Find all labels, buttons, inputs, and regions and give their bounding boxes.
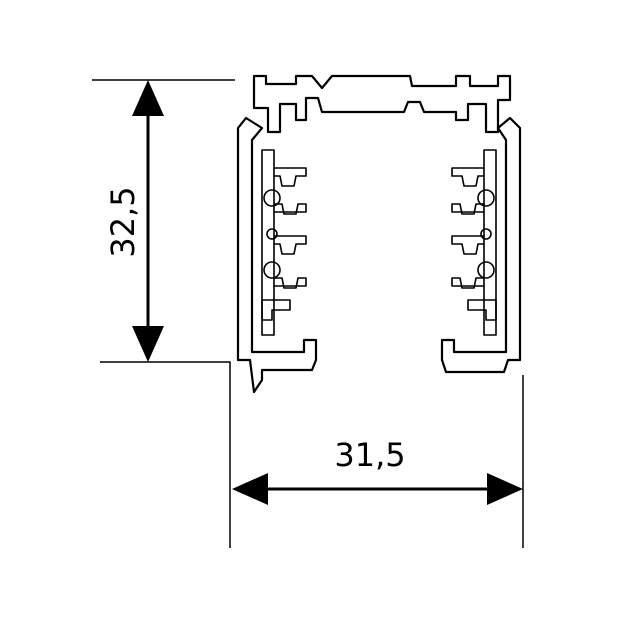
height-dimension-label: 32,5 [104, 186, 142, 257]
height-arrow-bottom [132, 326, 164, 362]
profile-left-lower-lip [261, 299, 291, 321]
profile-left-wall [236, 116, 318, 394]
height-dimension: 32,5 [92, 79, 235, 548]
profile-right-channel [483, 149, 497, 336]
width-dimension-label: 31,5 [334, 436, 405, 474]
height-extension-line-bottom [100, 361, 231, 548]
right-conductor-clips [451, 167, 495, 289]
track-profile [236, 74, 522, 394]
profile-left-channel [261, 149, 275, 336]
width-arrow-right [487, 473, 523, 505]
width-dimension: 31,5 [232, 375, 524, 548]
height-arrow-top [132, 80, 164, 116]
profile-top-rail [252, 74, 512, 134]
left-conductor-clips [263, 167, 307, 289]
width-arrow-left [232, 473, 268, 505]
profile-right-wall [440, 116, 522, 374]
profile-right-lower-lip [467, 299, 497, 321]
